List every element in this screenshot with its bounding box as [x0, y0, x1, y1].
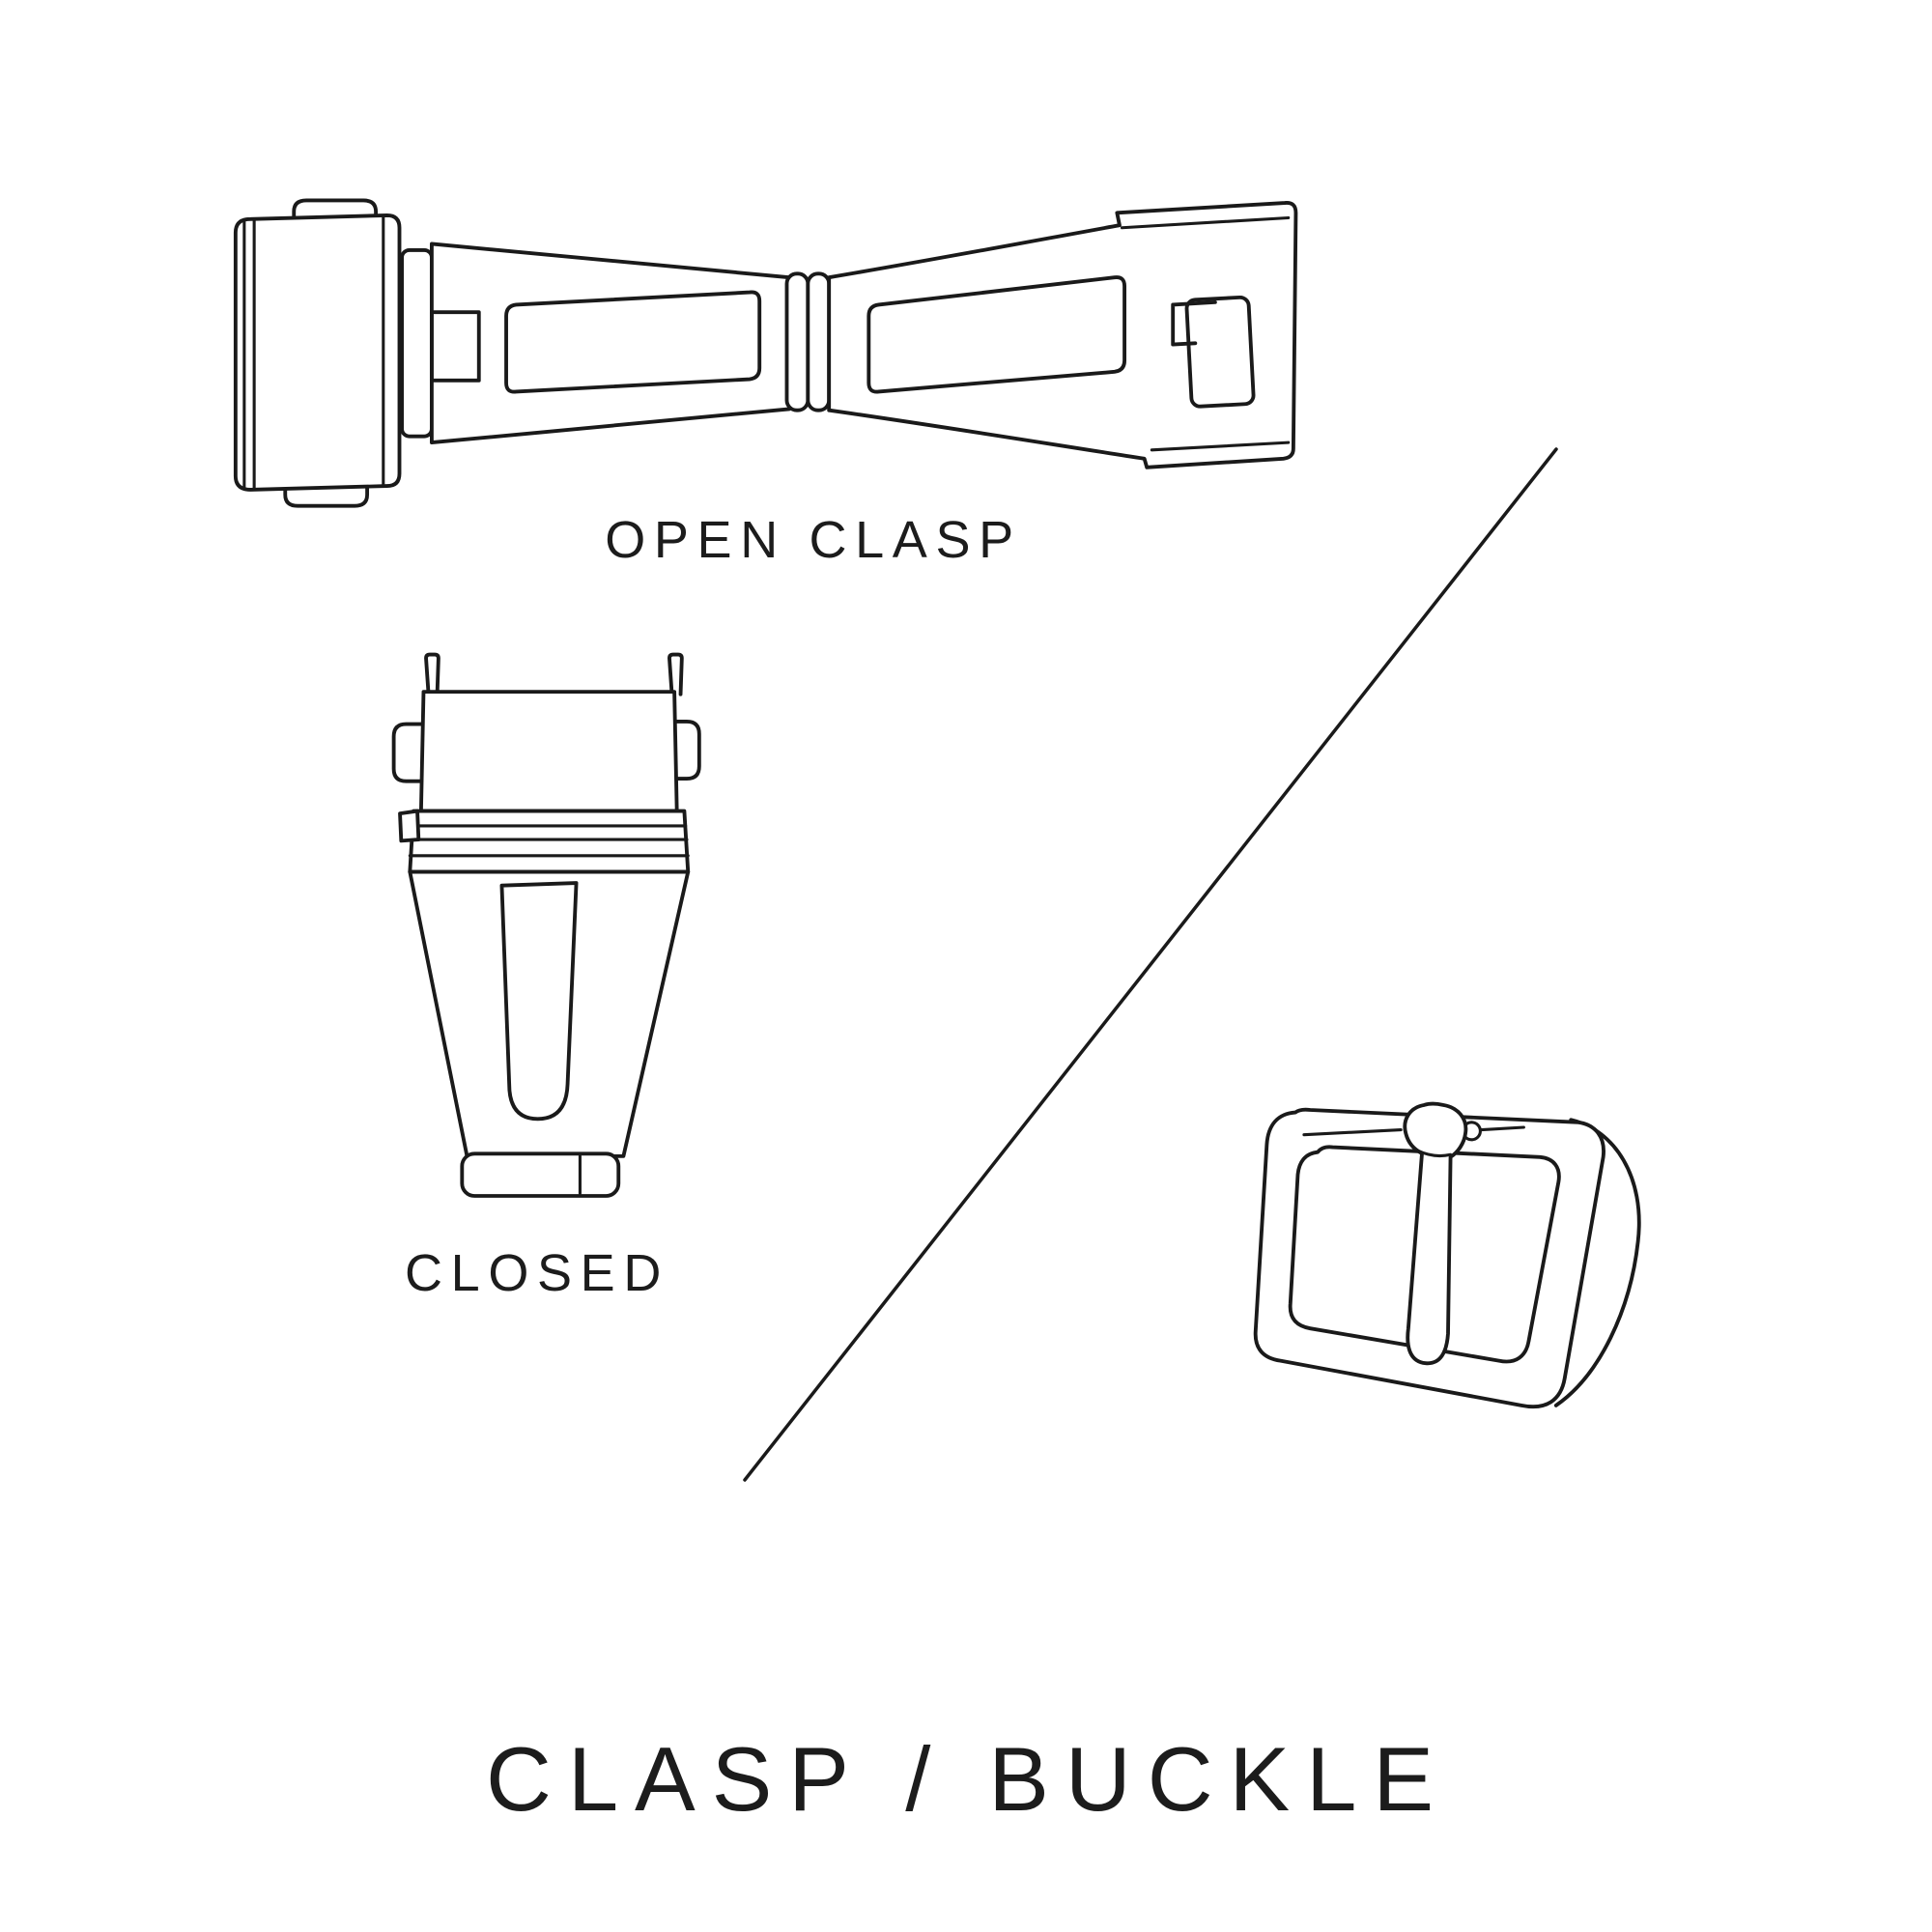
- closed-clasp-illustration: [391, 652, 701, 1198]
- page-title: CLASP / BUCKLE: [486, 1728, 1450, 1830]
- closed-clasp-label: CLOSED: [405, 1244, 669, 1302]
- open-clasp-label: OPEN CLASP: [605, 511, 1022, 569]
- tang-buckle-illustration: [1253, 1101, 1641, 1408]
- open-clasp-illustration: [233, 198, 1298, 508]
